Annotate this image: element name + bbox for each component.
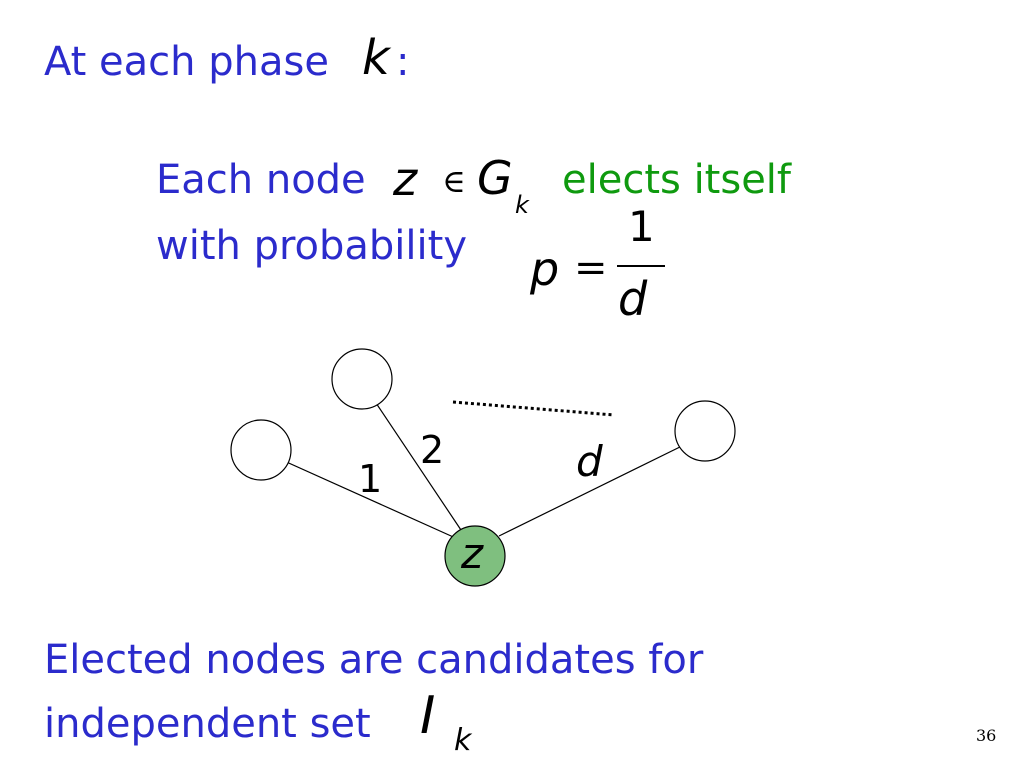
dotted-ellipsis-line (452, 400, 615, 417)
statement-line2: with probability (156, 223, 467, 269)
fraction-numerator: 1 (628, 202, 655, 251)
center-node-label: z (460, 529, 484, 578)
equals-sign: = (574, 245, 608, 291)
neighbor-node-2 (331, 348, 393, 410)
fraction-denominator: d (618, 272, 648, 326)
neighbor-node-d (674, 400, 736, 462)
element-of-symbol: ∈ (442, 162, 466, 200)
heading-colon: : (396, 39, 410, 85)
set-variable: G (477, 151, 513, 205)
footer-line1: Elected nodes are candidates for (44, 637, 704, 683)
statement-line1-prefix: Each node (156, 157, 366, 203)
page-number: 36 (976, 726, 997, 745)
fraction-bar (617, 265, 665, 267)
statement-line1-suffix: elects itself (562, 157, 792, 203)
edge-1 (261, 450, 461, 541)
edge-label-1: 1 (358, 457, 382, 501)
node-variable: z (393, 152, 418, 206)
neighbor-node-1 (230, 419, 292, 481)
set-subscript: k (515, 191, 529, 219)
footer-line2: independent set (44, 701, 371, 747)
edge-label-2: 2 (420, 428, 444, 472)
heading-text: At each phase (44, 39, 329, 85)
edge-d (498, 443, 687, 537)
edge-label-d: d (576, 437, 603, 486)
independent-set-subscript: k (454, 723, 472, 758)
heading-variable: k (362, 30, 390, 86)
independent-set-variable: I (420, 686, 436, 746)
edge-2 (375, 402, 464, 534)
probability-variable: p (530, 242, 560, 296)
center-node-z (444, 525, 506, 587)
